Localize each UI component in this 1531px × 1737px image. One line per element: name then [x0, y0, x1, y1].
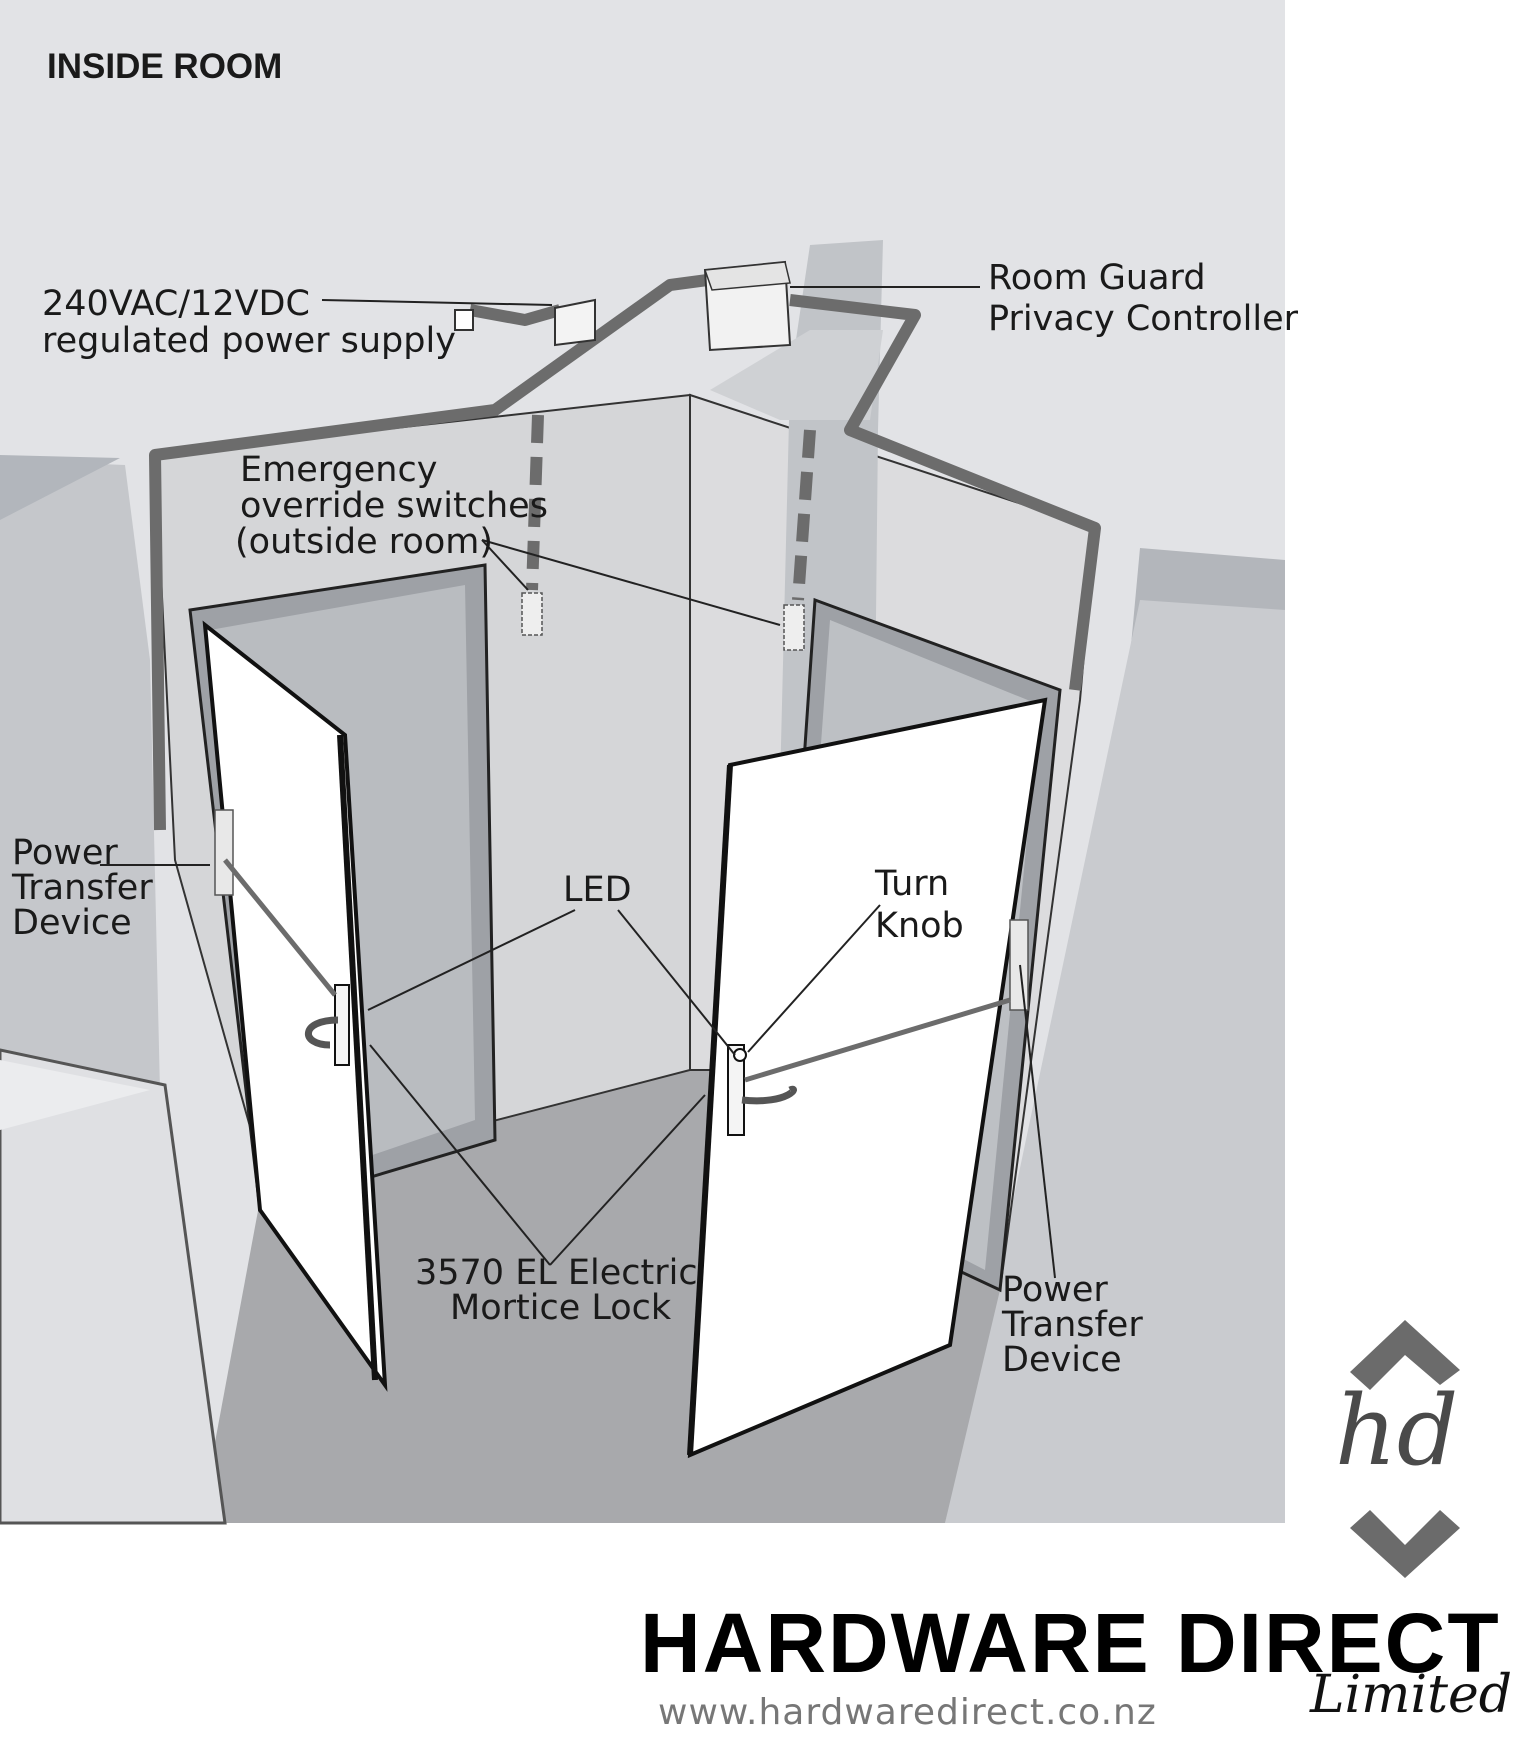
left-transfer-cable [223, 858, 337, 997]
website-url[interactable]: www.hardwaredirect.co.nz [658, 1692, 1157, 1733]
turn-knob-label-1: Turn [875, 864, 950, 904]
leader-lines [100, 286, 1056, 1279]
led-label: LED [563, 870, 632, 910]
controller-label-1: Room Guard [988, 258, 1206, 298]
ptd-right-label-3: Device [1002, 1340, 1122, 1380]
power-cable [468, 304, 562, 326]
beam-top [710, 330, 883, 420]
power-supply-label-1: 240VAC/12VDC [42, 284, 310, 324]
company-suffix: Limited [1310, 1665, 1513, 1725]
emergency-label-3: (outside room) [235, 522, 494, 562]
ptd-left-label-3: Device [12, 903, 132, 943]
box-top [0, 1060, 150, 1130]
lock-label-1: 3570 EL Electric [415, 1253, 698, 1293]
left-door [202, 620, 388, 1392]
left-lock-faceplate [334, 984, 350, 1066]
right-door-edge [687, 764, 733, 1456]
company-name: HARDWARE DIRECT [640, 1596, 1501, 1690]
drop-left [526, 414, 544, 591]
right-lock-faceplate [727, 1044, 745, 1136]
left-door-edge [337, 734, 378, 1381]
cable-left [149, 269, 746, 831]
override-switch-left [521, 592, 543, 636]
override-switch-right [783, 604, 805, 651]
cabling [149, 269, 1101, 831]
power-supply-label-2: regulated power supply [42, 321, 456, 361]
box [0, 1048, 227, 1525]
logo-letters: hd [1335, 1375, 1459, 1487]
turn-knob-icon [733, 1048, 747, 1062]
controller-label-2: Privacy Controller [988, 299, 1299, 339]
emergency-label-1: Emergency [240, 450, 438, 490]
right-wall [945, 600, 1285, 1523]
cable-right [789, 294, 1101, 691]
hd-logo-icon [1350, 1320, 1460, 1578]
lock-label-2: Mortice Lock [450, 1288, 672, 1328]
emergency-label-2: override switches [240, 486, 548, 526]
left-transfer-device [214, 809, 234, 896]
left-handle [305, 1016, 339, 1049]
turn-knob-label-2: Knob [875, 906, 964, 946]
left-wall-top [0, 455, 120, 520]
diagram-title: INSIDE ROOM [47, 47, 283, 86]
ptd-right-label-1: Power [1002, 1270, 1108, 1310]
drop-right [792, 429, 816, 601]
ptd-left-label-2: Transfer [12, 868, 153, 908]
power-plug-icon [454, 309, 474, 331]
power-supply-box [554, 298, 596, 347]
ptd-left-label-1: Power [12, 833, 118, 873]
controller-box-top [703, 261, 791, 291]
right-transfer-device [1009, 919, 1029, 1011]
ptd-right-label-2: Transfer [1002, 1305, 1143, 1345]
right-handle [741, 1085, 797, 1105]
right-transfer-cable [744, 997, 1011, 1083]
